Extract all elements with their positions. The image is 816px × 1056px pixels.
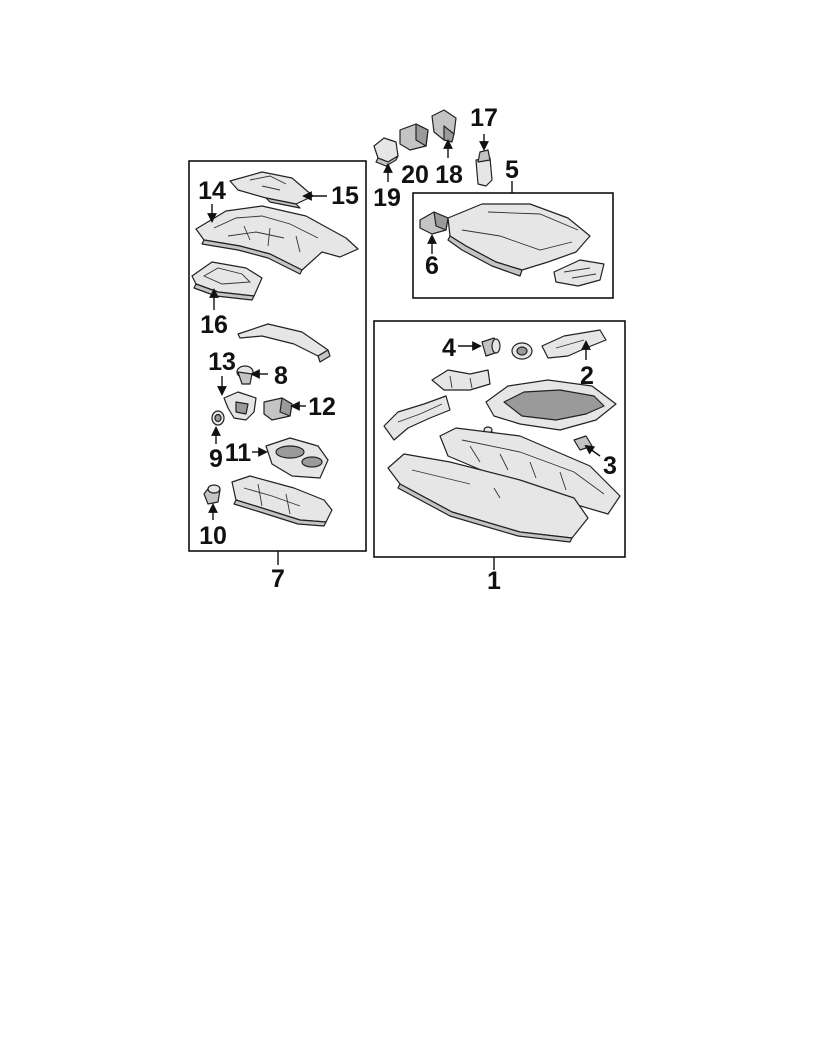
armrest-lid (447, 203, 591, 277)
callout-14: 14 (198, 177, 226, 205)
callout-10: 10 (199, 522, 227, 550)
console-lid-pad (237, 323, 331, 363)
callout-3: 3 (603, 452, 617, 480)
part-9-grommet (211, 410, 225, 426)
part-2-trim (541, 329, 607, 359)
part-16-tray (191, 261, 263, 301)
callout-6: 6 (425, 252, 439, 280)
part-18-switch (431, 109, 457, 143)
console-storage-bin (485, 379, 617, 431)
callout-18: 18 (435, 161, 463, 189)
callout-5: 5 (505, 156, 519, 184)
callout-8: 8 (274, 362, 288, 390)
console-side-panel (439, 427, 621, 515)
callout-9: 9 (209, 445, 223, 473)
part-14-console-top (195, 205, 359, 275)
part-10-plug (203, 484, 221, 505)
callout-7: 7 (271, 565, 285, 593)
armrest-hinge (553, 259, 605, 287)
callout-4: 4 (442, 334, 456, 362)
callout-16: 16 (200, 311, 228, 339)
callout-11: 11 (225, 439, 252, 467)
part-4-bolt (481, 337, 501, 357)
callout-20: 20 (401, 161, 429, 189)
callout-1: 1 (487, 567, 501, 595)
part-19-knob (373, 137, 399, 167)
part-20-switch (399, 123, 429, 151)
part-17-connector (475, 149, 493, 187)
part-13-bracket (223, 391, 257, 421)
part-8-fastener (236, 365, 254, 385)
group-1-frame (373, 320, 626, 558)
part-12-switch (263, 397, 293, 421)
callout-15: 15 (331, 182, 359, 210)
leader-3 (584, 444, 601, 457)
group-5-frame (412, 192, 614, 299)
callout-2: 2 (580, 362, 594, 390)
part-ring (511, 342, 533, 360)
part-15-lid-panel (229, 171, 314, 209)
part-6-latch (419, 211, 449, 235)
callout-17: 17 (470, 104, 498, 132)
side-bracket (383, 395, 451, 441)
console-lower-panel (387, 453, 589, 543)
callout-12: 12 (308, 393, 336, 421)
part-11-cup-holder (265, 437, 329, 479)
bracket-upper (431, 369, 491, 391)
callout-13: 13 (208, 348, 236, 376)
callout-19: 19 (373, 184, 401, 212)
console-base-bracket (231, 475, 333, 527)
